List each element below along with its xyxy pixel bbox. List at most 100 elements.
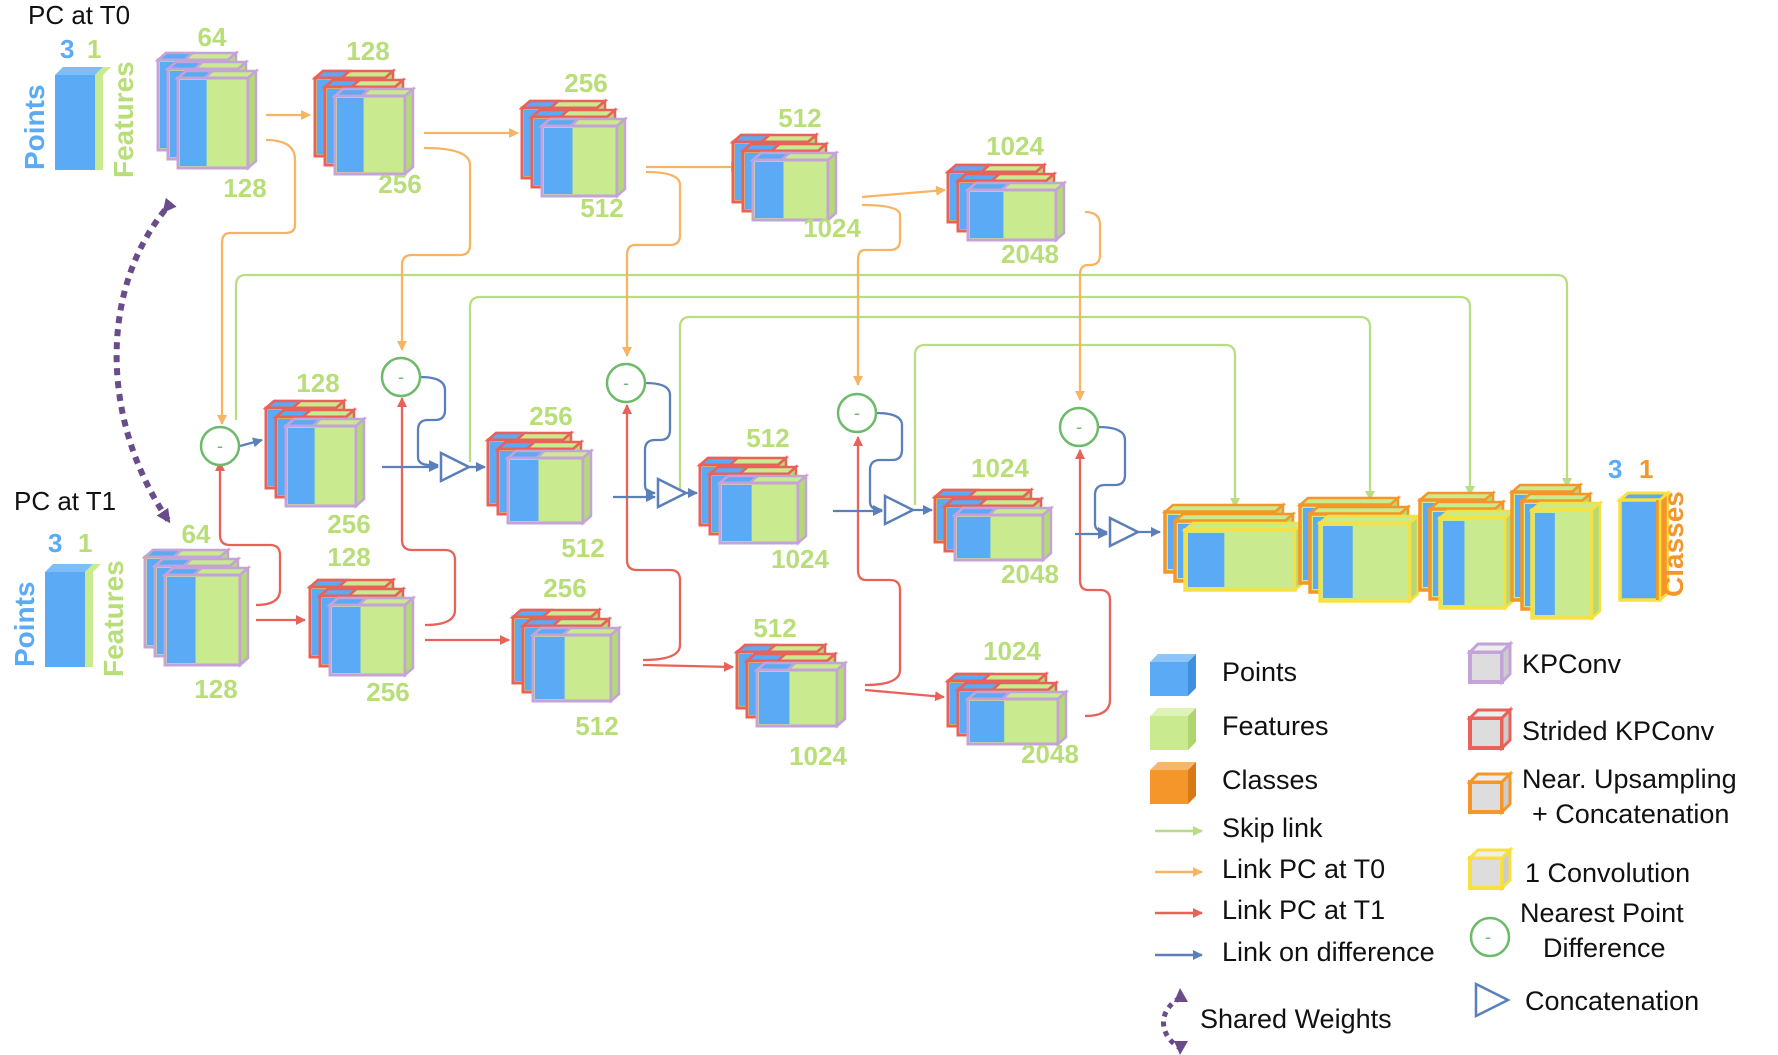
encoder-t0-block-1-layer	[174, 68, 260, 171]
legend-npd-icon	[1469, 916, 1511, 958]
diff-branch-in-dim-4: 1024	[971, 453, 1029, 483]
title-t0: PC at T0	[28, 0, 130, 30]
decoder-block-3	[1416, 490, 1517, 611]
output-block	[1616, 490, 1672, 603]
legend-shared-arrowhead-bottom	[1174, 1041, 1188, 1055]
concatenation-node-4	[1108, 515, 1141, 549]
t0-points-dim: 3	[60, 34, 74, 64]
output-classes-label: Classes	[1658, 491, 1689, 597]
legend-conv1-swatch	[1466, 846, 1514, 892]
diff-link-npd3-concat2	[643, 381, 672, 498]
legend-kpconv-swatch	[1466, 640, 1514, 686]
encoder-t1-block-4	[733, 642, 849, 729]
encoder-t0-block-4-layer	[749, 150, 840, 223]
t1-points-dim: 3	[48, 528, 62, 558]
diff-branch-block-2-layer	[504, 448, 595, 526]
encoder-t1-out-dim-2: 256	[366, 677, 409, 707]
t1-link-3-4	[642, 661, 734, 672]
npd-node-5: -	[1058, 406, 1100, 448]
concatenation-node-2	[656, 476, 689, 510]
t1-points-label: Points	[9, 581, 40, 667]
t1-link-4-5	[864, 688, 945, 702]
legend-upsampling-label-1: Near. Upsampling	[1522, 764, 1737, 794]
encoder-t0-out-dim-5: 2048	[1001, 239, 1059, 269]
svg-text:-: -	[217, 436, 223, 456]
t0-link-to-npd-2	[397, 146, 472, 351]
diff-link-npd2-concat1	[416, 375, 447, 470]
npd-node-1: -	[199, 425, 241, 467]
legend-shared-weights-label: Shared Weights	[1200, 1004, 1392, 1034]
encoder-t0-out-dim-4: 1024	[803, 213, 861, 243]
legend-concatenation-icon	[1474, 981, 1511, 1019]
diff-branch-out-dim-1: 256	[327, 509, 370, 539]
skip-link-3	[678, 315, 1375, 501]
encoder-t1-in-dim-3: 256	[543, 573, 586, 603]
encoder-t0-in-dim-1: 64	[198, 22, 227, 52]
legend-link-t1-label: Link PC at T1	[1222, 895, 1385, 925]
legend-points-swatch	[1150, 654, 1196, 696]
legend-shared-arrowhead-top	[1174, 988, 1188, 1002]
legend-features-label: Features	[1222, 711, 1329, 741]
encoder-t1-block-2-layer	[326, 595, 417, 678]
concatenation-nodes	[439, 450, 1141, 549]
network-blocks: 6412812825625651251210241024204864128128…	[141, 22, 1672, 771]
encoder-t1-in-dim-5: 1024	[983, 636, 1041, 666]
encoder-t1-block-1-layer	[161, 565, 252, 668]
encoder-t1-block-1	[141, 547, 252, 668]
skip-link-2	[468, 295, 1475, 496]
legend-link-t0-label: Link PC at T0	[1222, 854, 1385, 884]
encoder-t1-out-dim-3: 512	[575, 711, 618, 741]
nearest-point-difference-nodes: - - - - -	[199, 356, 1100, 467]
t0-link-to-npd-5	[1075, 210, 1102, 401]
svg-text:-: -	[623, 373, 629, 393]
legend-classes-label: Classes	[1222, 765, 1318, 795]
t1-link-to-npd-2	[397, 397, 457, 627]
npd-node-4: -	[836, 392, 878, 434]
encoder-t1-block-5-layer	[964, 689, 1070, 747]
svg-text:-: -	[398, 367, 404, 387]
diff-branch-in-dim-2: 256	[529, 401, 572, 431]
t1-link-to-npd-3	[622, 404, 682, 662]
diff-branch-out-dim-4: 2048	[1001, 559, 1059, 589]
diff-branch-block-3-layer	[716, 473, 810, 546]
legend-features-swatch	[1150, 708, 1196, 750]
legend-strided-label: Strided KPConv	[1522, 716, 1715, 746]
legend-npd-label-2: Difference	[1543, 933, 1666, 963]
diff-branch-block-2	[484, 430, 595, 526]
t0-points-label: Points	[19, 84, 50, 170]
legend-concatenation-label: Concatenation	[1525, 986, 1699, 1016]
svg-text:-: -	[1076, 417, 1082, 437]
diff-branch-block-3	[696, 455, 810, 546]
t1-features-label: Features	[98, 560, 129, 677]
encoder-t1-block-3	[509, 607, 623, 704]
t0-link-to-npd-1	[217, 138, 297, 425]
encoder-t0-out-dim-3: 512	[580, 193, 623, 223]
input-t0-block	[55, 67, 111, 170]
encoder-t0-block-2	[311, 68, 417, 177]
skip-link-4	[913, 343, 1240, 508]
t0-link-to-npd-4	[853, 203, 902, 386]
encoder-t0-block-3-layer	[538, 116, 629, 199]
encoder-t0-block-5-layer	[964, 180, 1068, 243]
legend-npd-label-1: Nearest Point	[1520, 898, 1684, 928]
output-classes-dim: 1	[1639, 454, 1653, 484]
encoder-t0-block-1	[154, 50, 260, 171]
t1-link-to-npd-4	[853, 436, 902, 687]
diff-branch-in-dim-1: 128	[296, 368, 339, 398]
legend-conv1-label: 1 Convolution	[1525, 858, 1690, 888]
encoder-t1-block-3-layer	[529, 625, 623, 704]
legend-right: KPConv Strided KPConv Near. Upsampling +…	[1466, 640, 1737, 1019]
t1-features-dim: 1	[78, 528, 92, 558]
encoder-t0-block-3	[518, 98, 629, 199]
difference-links	[239, 375, 1161, 539]
encoder-t0-out-dim-2: 256	[378, 169, 421, 199]
t1-link-to-npd-1	[215, 461, 282, 607]
t0-features-dim: 1	[87, 34, 101, 64]
encoder-t1-in-dim-1: 64	[182, 519, 211, 549]
diff-branch-block-4-layer	[951, 505, 1055, 563]
npd-node-3: -	[605, 362, 647, 404]
decoder-block-4	[1508, 482, 1604, 621]
encoder-t1-in-dim-2: 128	[327, 542, 370, 572]
legend-skip-link-label: Skip link	[1222, 813, 1323, 843]
diff-branch-block-1	[262, 398, 368, 509]
